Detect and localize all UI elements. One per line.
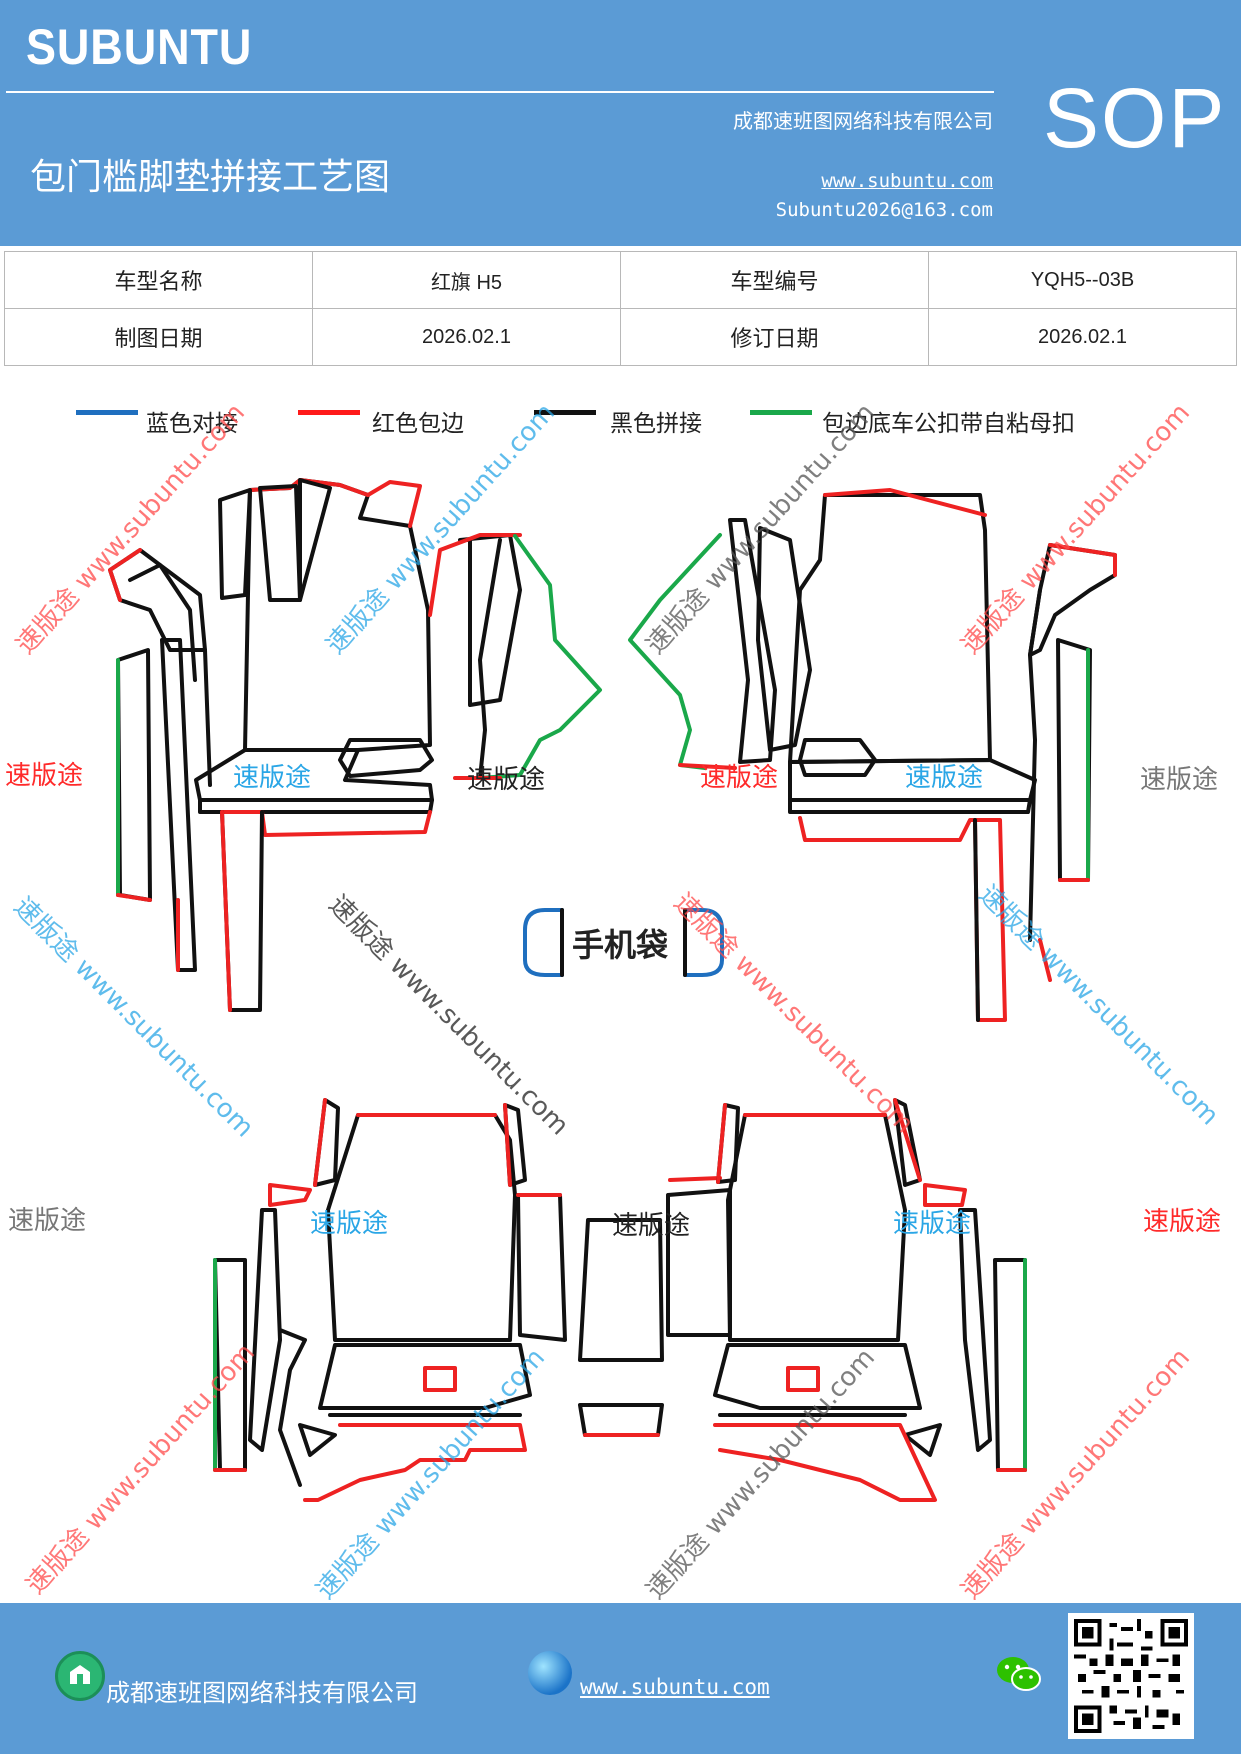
legend-label: 红色包边 <box>372 411 464 437</box>
legend-swatch-green <box>750 410 812 415</box>
watermark-brand: 速版途 <box>310 1209 389 1239</box>
header-company-name: 成都速班图网络科技有限公司 <box>733 109 993 133</box>
legend-label: 黑色拼接 <box>610 411 702 437</box>
revise-date-value: 2026.02.1 <box>928 308 1237 366</box>
watermark-brand: 速版途 <box>700 763 779 793</box>
table-row: 制图日期 2026.02.1 修订日期 2026.02.1 <box>4 308 1237 366</box>
model-code-label: 车型编号 <box>620 251 929 309</box>
model-name-label: 车型名称 <box>4 251 313 309</box>
table-row: 车型名称 红旗 H5 车型编号 YQH5--03B <box>4 251 1237 309</box>
company-logo-icon <box>55 1651 105 1701</box>
draw-date-value: 2026.02.1 <box>312 308 621 366</box>
watermark-brand: 速版途 <box>5 761 84 791</box>
header-email[interactable]: Subuntu2026@163.com <box>775 199 993 221</box>
legend-swatch-black <box>534 410 596 415</box>
header-banner: SUBUNTU 包门槛脚垫拼接工艺图 成都速班图网络科技有限公司 www.sub… <box>0 0 1241 246</box>
front-right-mat <box>628 488 1117 1022</box>
wechat-icon[interactable] <box>996 1655 1042 1693</box>
footer-company-name: 成都速班图网络科技有限公司 <box>106 1679 418 1707</box>
document-title: 包门槛脚垫拼接工艺图 <box>30 157 391 198</box>
header-website-link[interactable]: www.subuntu.com <box>821 170 993 192</box>
footer-website-link[interactable]: www.subuntu.com <box>580 1675 770 1699</box>
watermark-brand: 速版途 <box>233 763 312 793</box>
watermark-brand: 速版途 <box>905 763 984 793</box>
legend-swatch-red <box>298 410 360 415</box>
legend-label: 蓝色对接 <box>146 411 238 437</box>
brand-logo-text: SUBUNTU <box>26 19 253 75</box>
front-left-mat <box>108 478 602 1012</box>
globe-icon <box>528 1651 572 1695</box>
rear-left-mat <box>213 1098 567 1502</box>
model-code-value: YQH5--03B <box>928 251 1237 309</box>
legend-label: 包边底车公扣带自粘母扣 <box>822 411 1075 437</box>
watermark-brand: 速版途 <box>1143 1207 1222 1237</box>
watermark-brand: 速版途 <box>893 1209 972 1239</box>
draw-date-label: 制图日期 <box>4 308 313 366</box>
phone-pocket-label: 手机袋 <box>572 926 669 964</box>
rear-right-mat <box>713 1098 1027 1502</box>
mat-splicing-diagram <box>108 478 1117 1502</box>
revise-date-label: 修订日期 <box>620 308 929 366</box>
watermark-brand: 速版途 <box>467 765 546 795</box>
watermark-brand: 速版途 <box>1140 765 1219 795</box>
vehicle-info-table: 车型名称 红旗 H5 车型编号 YQH5--03B 制图日期 2026.02.1… <box>4 251 1237 366</box>
footer-banner: 成都速班图网络科技有限公司 www.subuntu.com <box>0 1603 1241 1754</box>
phone-pocket-pieces <box>523 908 724 977</box>
qr-code-icon <box>1068 1613 1194 1739</box>
model-name-value: 红旗 H5 <box>312 251 621 309</box>
watermark-brand: 速版途 <box>8 1206 87 1236</box>
sop-badge: SOP <box>1043 71 1227 165</box>
legend-swatch-blue <box>76 410 138 415</box>
header-divider <box>6 91 994 93</box>
watermark-brand: 速版途 <box>612 1211 691 1241</box>
